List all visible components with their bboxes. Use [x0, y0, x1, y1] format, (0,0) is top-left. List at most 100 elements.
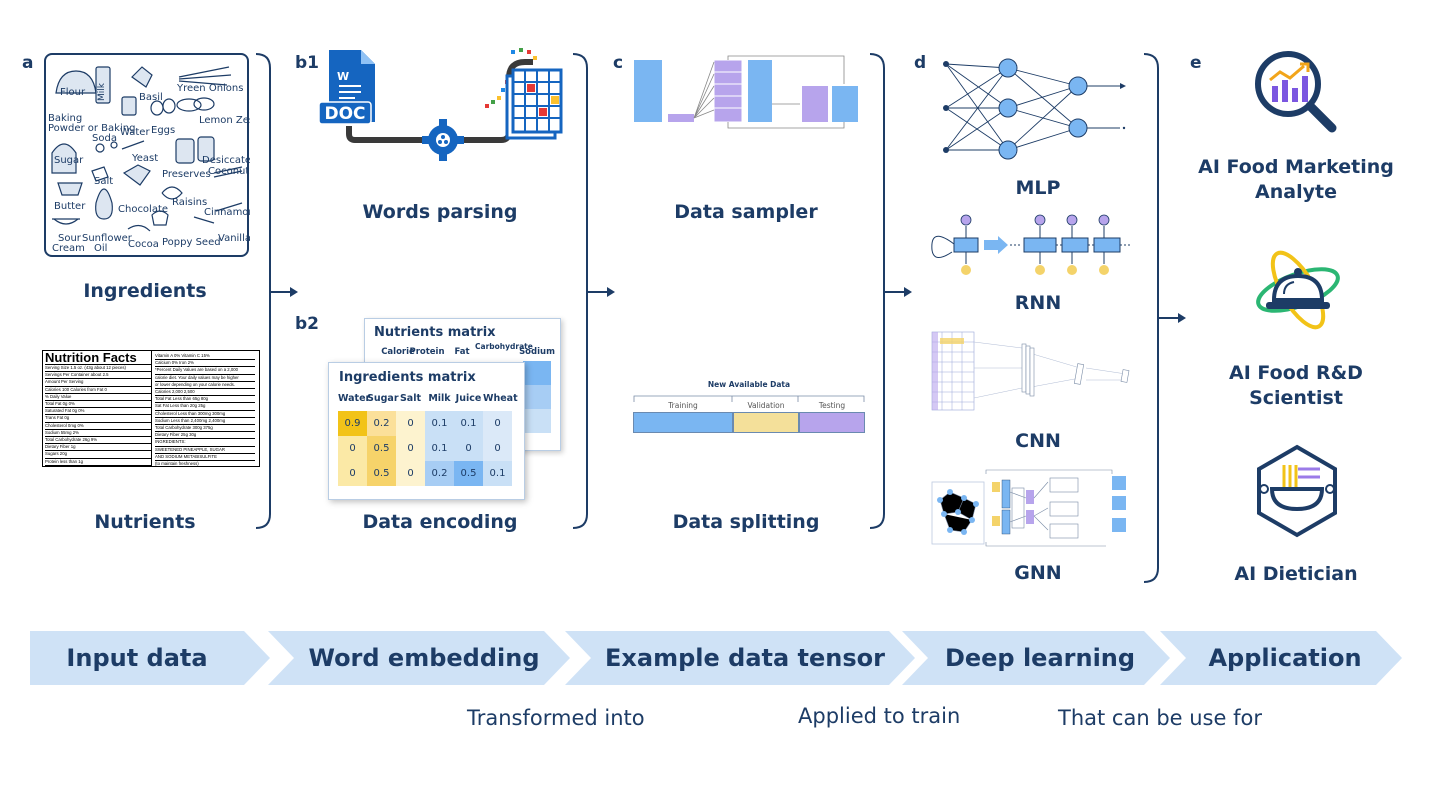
nutrition-right-line: Sodium Less than 2,400mg 2,400mg [155, 418, 255, 426]
panel-a-letter: a [22, 53, 34, 73]
split-validation-label: Validation [747, 401, 785, 410]
nutrition-right-line: INGREDIENTS: [155, 439, 255, 447]
ingredient-basil: Basil [139, 92, 163, 103]
ingredient-oil: Oil [94, 243, 107, 254]
ingredient-yreen-onions: Yreen Onions [176, 83, 243, 94]
ingredients-matrix-cell: 0.1 [483, 461, 512, 486]
nutrition-left-line: Cholesterol 0mg 0% [45, 423, 151, 430]
nutrients-col-calorie: Calorie [381, 347, 415, 357]
data-sampler-diagram [634, 55, 858, 129]
ingredients-matrix-cell: 0.5 [454, 461, 483, 486]
nutrition-left-line: Dietary Fiber 1g [45, 444, 151, 452]
nutrients-col-fat: Fat [454, 347, 470, 357]
ingredients-matrix-cell: 0.1 [425, 436, 454, 461]
rnn-label: RNN [1014, 292, 1062, 314]
cnn-label: CNN [1015, 430, 1061, 452]
ingredient-cream: Cream [52, 243, 85, 254]
ingredients-matrix-cell: 0.5 [367, 461, 396, 486]
app-dietician: AI Dietician [1234, 563, 1358, 585]
stage-deep-learning: Deep learning [902, 631, 1170, 685]
nutrition-left-line: Calories 100 Calories from Fat 0 [45, 387, 151, 394]
nutrition-left-line: Trans Fat 0g [45, 415, 151, 423]
app-marketing: AI Food Marketing Analyte [1198, 156, 1394, 203]
doc-label: DOC [324, 104, 365, 124]
nutrients-col-protein: Protein [409, 347, 445, 357]
bracket-d [1143, 53, 1186, 583]
ingredients-matrix-cell: 0.1 [454, 411, 483, 436]
ingredient-coconut: Coconut [208, 166, 249, 177]
ingredients-matrix-col: Milk [428, 393, 451, 404]
ingredient-soda: Soda [92, 133, 117, 144]
nutrition-right-lines: Vitamin A 0% Vitamin C 15%Calcium 0% Iro… [155, 353, 255, 466]
ingredients-matrix-col: Sugar [367, 393, 399, 404]
ingredient-butter: Butter [54, 201, 86, 212]
ingredients-matrix-cell: 0 [396, 411, 425, 436]
ingredients-matrix-cell: 0 [338, 461, 367, 486]
ingredient-lemon-zest: Lemon Zest [199, 115, 250, 126]
ingredients-matrix-cell: 0.9 [338, 411, 367, 436]
ingredient-poppy-seed: Poppy Seed [162, 237, 221, 248]
nutrients-col-carbohydrate: Carbohydrate [475, 342, 533, 351]
ingredient-salt: Salt [94, 176, 113, 187]
panel-b2-letter: b2 [295, 314, 319, 334]
nutrition-right-line: AND SODIUM METABISULFITE [155, 454, 255, 462]
nutrition-right-line: Total Carbohydrate 300g 375g [155, 425, 255, 433]
nutrition-right-line: Calories 2,000 2,500 [155, 389, 255, 397]
panel-b1-letter: b1 [295, 53, 319, 73]
food-rd-scientist-icon [1256, 250, 1340, 330]
ingredient-yeast: Yeast [131, 153, 158, 164]
doc-parsing-icon: DOC W [318, 48, 563, 161]
nutrition-facts-label: Nutrition Facts Serving Size 1.5 oz. (43… [42, 350, 260, 467]
ingredient-baking: Baking [48, 113, 82, 124]
ingredient-cocoa: Cocoa [128, 239, 159, 250]
ingredient-vanilla: Vanilla [218, 233, 250, 244]
ai-dietician-icon [1257, 444, 1337, 538]
marketing-analytics-icon [1255, 51, 1337, 133]
nutrition-left-lines: Serving Size 1.5 oz. (43g about 12 piece… [45, 365, 151, 466]
stage-word-embedding: Word embedding [268, 631, 570, 685]
words-parsing-caption: Words parsing [362, 201, 518, 223]
ingredient-cinnamon: Cinnamon [204, 207, 250, 218]
ingredients-matrix-cell: 0 [483, 411, 512, 436]
transition-applied-to-train: Applied to train [798, 704, 961, 728]
ingredients-matrix-col: Water [338, 393, 371, 404]
data-splitting-caption: Data splitting [672, 511, 820, 533]
ingredients-illustration: Flour Milk Basil Yreen Onions Baking Pow… [44, 53, 250, 257]
ingredient-eggs: Eggs [151, 125, 175, 136]
stage-example-data-tensor: Example data tensor [565, 631, 915, 685]
nutrition-right-line: Calcium 0% Iron 2% [155, 360, 255, 368]
nutrition-left-line: Saturated Fat 0g 0% [45, 408, 151, 416]
nutrition-left-line: Sugars 20g [45, 451, 151, 459]
mlp-diagram [943, 58, 1126, 160]
ingredient-sour: Sour [58, 233, 82, 244]
nutrition-right-line: Dietary Fiber 25g 30g [155, 432, 255, 440]
ingredients-matrix-cell: 0.5 [367, 436, 396, 461]
ingredient-chocolate: Chocolate [118, 204, 168, 215]
gnn-label: GNN [1014, 562, 1062, 584]
stage-input-data: Input data [30, 631, 270, 685]
bracket-b [572, 53, 615, 529]
panel-c-letter: c [613, 53, 624, 73]
ingredients-matrix-cell: 0.2 [425, 461, 454, 486]
mlp-label: MLP [1015, 177, 1061, 199]
bracket-a [255, 53, 298, 529]
nutrition-right-line: *Percent Daily Values are based on a 2,0… [155, 367, 255, 375]
ingredient-desiccated: Desiccated [202, 155, 250, 166]
nutrients-matrix-title: Nutrients matrix [374, 325, 496, 340]
nutrition-left-line: Servings Per Container about 2.5 [45, 372, 151, 380]
panel-e-letter: e [1190, 53, 1202, 73]
panel-d-letter: d [914, 53, 927, 73]
ingredient-sugar: Sugar [54, 155, 84, 166]
nutrition-right-line: Vitamin A 0% Vitamin C 15% [155, 353, 255, 361]
ingredient-sunflower: Sunflower [82, 233, 133, 244]
data-sampler-caption: Data sampler [674, 201, 818, 223]
ingredients-matrix-cell: 0 [454, 436, 483, 461]
ingredients-matrix-cell: 0 [338, 436, 367, 461]
nutrition-left-line: Sodium 55mg 2% [45, 430, 151, 438]
ingredients-matrix-cell: 0 [396, 461, 425, 486]
data-split-title: New Available Data [707, 380, 791, 389]
gnn-diagram [931, 469, 1126, 547]
nutrition-right-line: (to maintain freshness) [155, 461, 255, 466]
split-testing-label: Testing [818, 401, 846, 410]
